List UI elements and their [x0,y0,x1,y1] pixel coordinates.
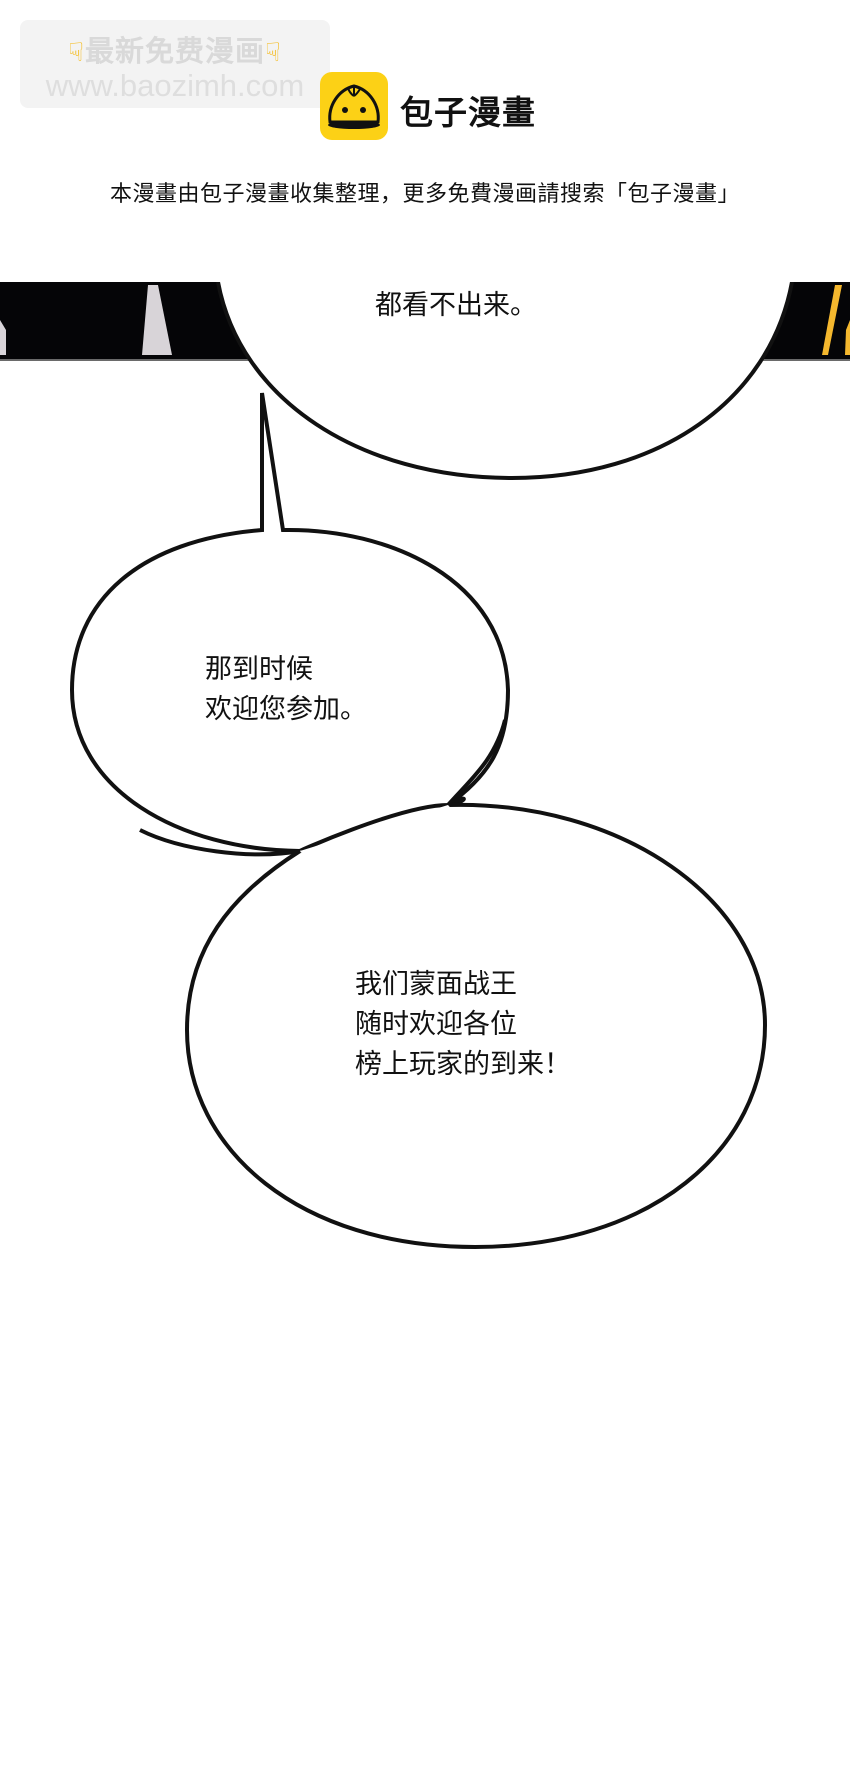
source-notice: 本漫畫由包子漫畫收集整理，更多免費漫画請搜索「包子漫畫」 [109,182,740,207]
dialogue-line: 欢迎您参加。 [205,694,367,725]
brand-title: 包子漫畫 [400,93,536,132]
speech-bubble-top [218,282,792,478]
pointing-down-hand-icon: ☟ [265,38,282,68]
speech-bubble-bottom [184,802,768,1250]
watermark-headline: ☟最新免费漫画☟ [20,28,330,70]
watermark-headline-text: 最新免费漫画 [84,34,265,68]
speech-bubble-text-top: 都看不出来。 [375,286,537,326]
watermark-url: www.baozimh.com [45,68,305,103]
speech-bubble-text-middle: 那到时候 欢迎您参加。 [205,650,367,730]
pointing-down-hand-icon: ☟ [68,38,85,68]
dialogue-line: 都看不出来。 [375,290,537,321]
dialogue-line: 我们蒙面战王 [355,969,517,1000]
speech-bubble-text-bottom: 我们蒙面战王 随时欢迎各位 榜上玩家的到来！ [355,965,571,1085]
dialogue-line: 那到时候 [205,654,313,685]
baozi-bun-icon [320,72,388,140]
dialogue-line: 随时欢迎各位 [355,1009,517,1040]
dialogue-line: 榜上玩家的到来！ [355,1049,571,1080]
watermark-banner: ☟最新免费漫画☟ www.baozimh.com [20,20,330,108]
